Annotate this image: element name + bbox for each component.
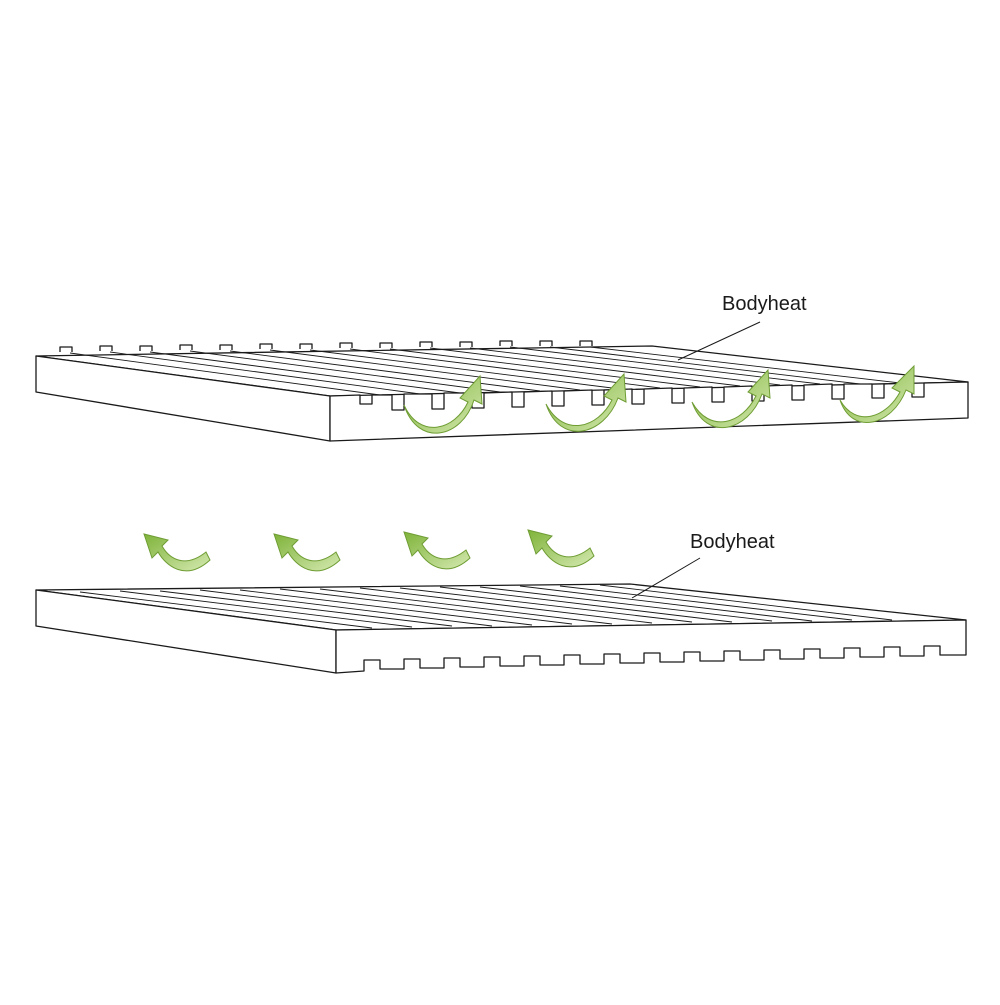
heat-flow-arrow-icon <box>527 529 595 568</box>
heat-flow-arrow-icon <box>545 372 627 432</box>
bottom-panel-groove-lines <box>79 584 893 629</box>
top-panel-heat-arrows <box>403 364 915 434</box>
heat-flow-arrow-icon <box>273 533 341 572</box>
heat-flow-arrow-icon <box>143 533 211 572</box>
heat-flow-arrow-icon <box>691 368 771 429</box>
top-panel <box>35 321 969 442</box>
bottom-panel <box>35 557 967 674</box>
bottom-panel-callout-label: Bodyheat <box>690 531 775 553</box>
top-callout-leader <box>677 321 761 361</box>
heat-flow-arrow-icon <box>403 531 471 570</box>
top-panel-back-notches <box>59 340 593 352</box>
top-panel-callout-label: Bodyheat <box>722 293 807 315</box>
bottom-panel-front-face <box>335 619 967 674</box>
bottom-callout-leader <box>631 557 701 599</box>
top-panel-front-face <box>329 381 969 442</box>
heat-flow-arrow-icon <box>403 374 483 434</box>
bottom-panel-heat-arrows <box>143 529 595 572</box>
heat-flow-arrow-icon <box>839 364 915 423</box>
